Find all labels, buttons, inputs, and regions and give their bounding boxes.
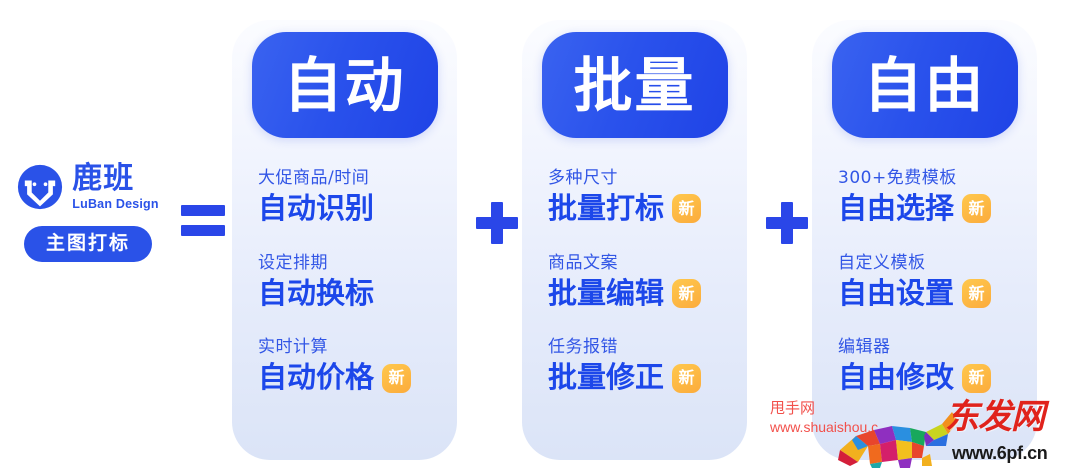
brand-names: 鹿班 LuBan Design — [72, 160, 159, 211]
feature-subtitle: 多种尺寸 — [548, 168, 618, 188]
feature-list: 多种尺寸 批量打标 新 商品文案 批量编辑 新 任务报错 批量修正 新 — [522, 168, 747, 395]
feature-item: 300+免费模板 自由选择 新 — [838, 168, 992, 226]
feature-subtitle: 自定义模板 — [838, 252, 926, 273]
main-image-tagging-pill[interactable]: 主图打标 — [23, 226, 152, 262]
feature-list: 300+免费模板 自由选择 新 自定义模板 自由设置 新 编辑器 自由修改 新 — [812, 168, 1037, 395]
feature-item: 商品文案 批量编辑 新 — [548, 252, 702, 311]
feature-item: 任务报错 批量修正 新 — [548, 337, 702, 395]
feature-title: 自由修改 — [838, 360, 955, 395]
feature-title: 自由选择 — [838, 191, 955, 226]
equals-bar-top — [181, 205, 225, 216]
feature-subtitle: 编辑器 — [838, 337, 891, 358]
feature-title: 自动识别 — [258, 191, 375, 226]
new-badge: 新 — [962, 279, 992, 309]
feature-main-row: 自由修改 新 — [838, 360, 992, 395]
brand-row: 鹿班 LuBan Design — [17, 160, 159, 214]
feature-card-auto: 自动 大促商品/时间 自动识别 设定排期 自动换标 实时计算 自动价格 — [232, 20, 457, 460]
new-badge: 新 — [962, 194, 992, 224]
brand-name-cn: 鹿班 — [72, 160, 135, 196]
feature-title: 自动价格 — [258, 360, 375, 395]
feature-main-row: 自动价格 新 — [258, 360, 412, 395]
feature-item: 多种尺寸 批量打标 新 — [548, 168, 702, 226]
feature-main-row: 批量修正 新 — [548, 360, 702, 395]
new-badge: 新 — [382, 363, 412, 393]
feature-list: 大促商品/时间 自动识别 设定排期 自动换标 实时计算 自动价格 新 — [232, 168, 457, 395]
feature-item: 编辑器 自由修改 新 — [838, 337, 992, 395]
feature-title: 批量编辑 — [548, 275, 665, 310]
card-badge-title: 自由 — [831, 32, 1018, 138]
feature-subtitle: 设定排期 — [258, 252, 328, 273]
feature-item: 大促商品/时间 自动识别 — [258, 168, 374, 226]
feature-main-row: 自动换标 — [258, 275, 375, 310]
feature-subtitle: 任务报错 — [548, 337, 618, 358]
feature-card-free: 自由 300+免费模板 自由选择 新 自定义模板 自由设置 新 编辑器 自由修改 — [812, 20, 1037, 460]
feature-card-batch: 批量 多种尺寸 批量打标 新 商品文案 批量编辑 新 任务报错 批量修正 — [522, 20, 747, 460]
card-badge-title: 自动 — [251, 32, 438, 138]
plus-bar-vertical — [491, 202, 503, 244]
brand-name-en: LuBan Design — [72, 196, 159, 211]
plus-operator-2 — [766, 202, 808, 244]
plus-operator-1 — [476, 202, 518, 244]
new-badge: 新 — [962, 363, 992, 393]
feature-subtitle: 300+免费模板 — [838, 168, 957, 188]
feature-main-row: 自由设置 新 — [838, 275, 992, 310]
feature-subtitle: 大促商品/时间 — [258, 168, 370, 188]
feature-title: 自由设置 — [838, 275, 955, 310]
feature-title: 批量打标 — [548, 191, 665, 226]
luban-circle-logo-icon — [18, 164, 63, 210]
feature-item: 设定排期 自动换标 — [258, 253, 374, 311]
feature-title: 批量修正 — [548, 360, 665, 395]
new-badge: 新 — [672, 363, 702, 393]
new-badge: 新 — [672, 194, 702, 224]
equals-operator — [181, 205, 225, 241]
equals-bar-bottom — [181, 225, 225, 236]
feature-item: 实时计算 自动价格 新 — [258, 337, 412, 395]
feature-main-row: 自动识别 — [258, 191, 375, 226]
plus-bar-vertical — [781, 202, 793, 244]
feature-main-row: 批量编辑 新 — [548, 275, 702, 310]
feature-subtitle: 实时计算 — [258, 337, 328, 358]
feature-main-row: 自由选择 新 — [838, 191, 992, 226]
feature-title: 自动换标 — [258, 275, 375, 310]
brand-block: 鹿班 LuBan Design 主图打标 — [8, 160, 168, 262]
card-badge-title: 批量 — [541, 32, 728, 138]
new-badge: 新 — [672, 279, 702, 309]
feature-subtitle: 商品文案 — [548, 252, 618, 273]
feature-main-row: 批量打标 新 — [548, 191, 702, 226]
feature-item: 自定义模板 自由设置 新 — [838, 252, 992, 311]
